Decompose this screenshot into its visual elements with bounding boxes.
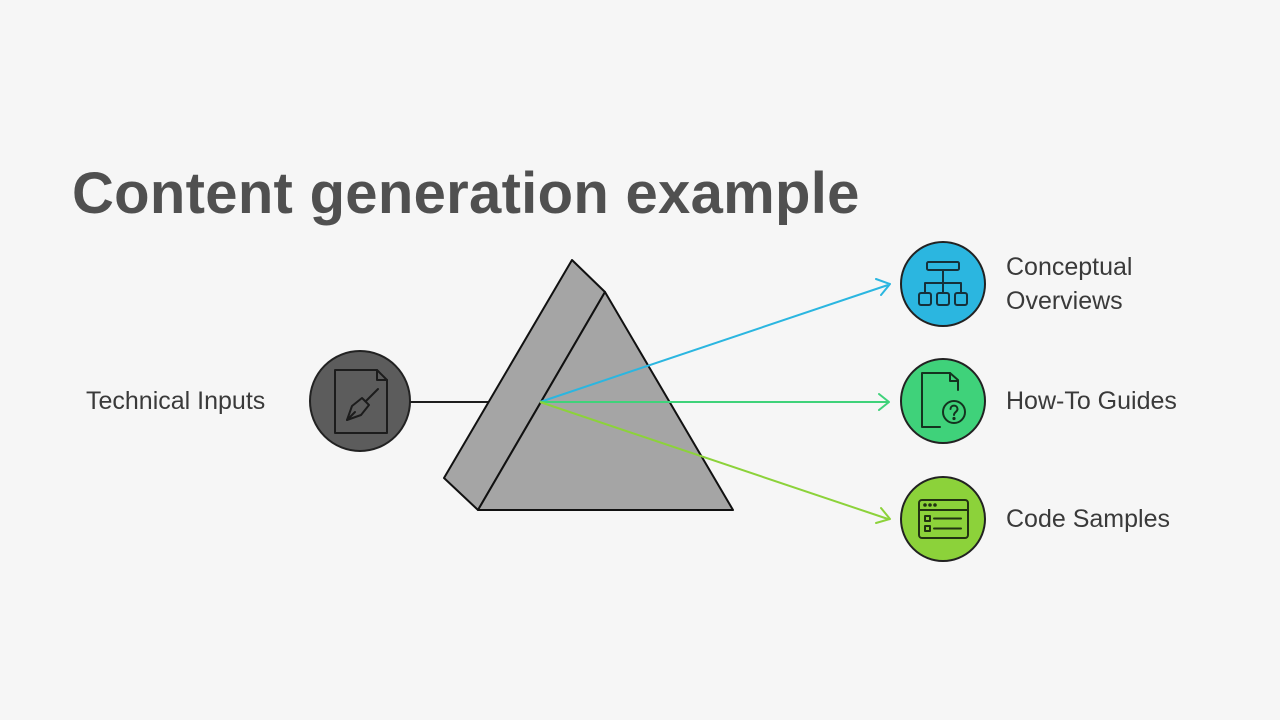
ray-code xyxy=(539,401,889,520)
page-title: Content generation example xyxy=(72,161,860,226)
output-node-howto xyxy=(900,358,986,444)
output-label-code: Code Samples xyxy=(1006,505,1170,533)
arrowhead-conceptual xyxy=(875,278,891,296)
input-node xyxy=(309,350,411,452)
output-rays xyxy=(539,278,891,524)
arrowhead-code xyxy=(875,507,891,524)
hierarchy-icon xyxy=(918,261,968,306)
input-label: Technical Inputs xyxy=(86,387,266,415)
code-window-icon xyxy=(918,499,969,539)
document-pen-icon xyxy=(334,369,388,434)
ray-conceptual xyxy=(539,284,889,403)
arrowhead-howto xyxy=(878,393,890,411)
output-label-conceptual: Conceptual Overviews xyxy=(1006,253,1133,315)
output-label-howto: How-To Guides xyxy=(1006,387,1177,415)
output-node-code xyxy=(900,476,986,562)
question-document-icon xyxy=(921,372,966,428)
output-node-conceptual xyxy=(900,241,986,327)
